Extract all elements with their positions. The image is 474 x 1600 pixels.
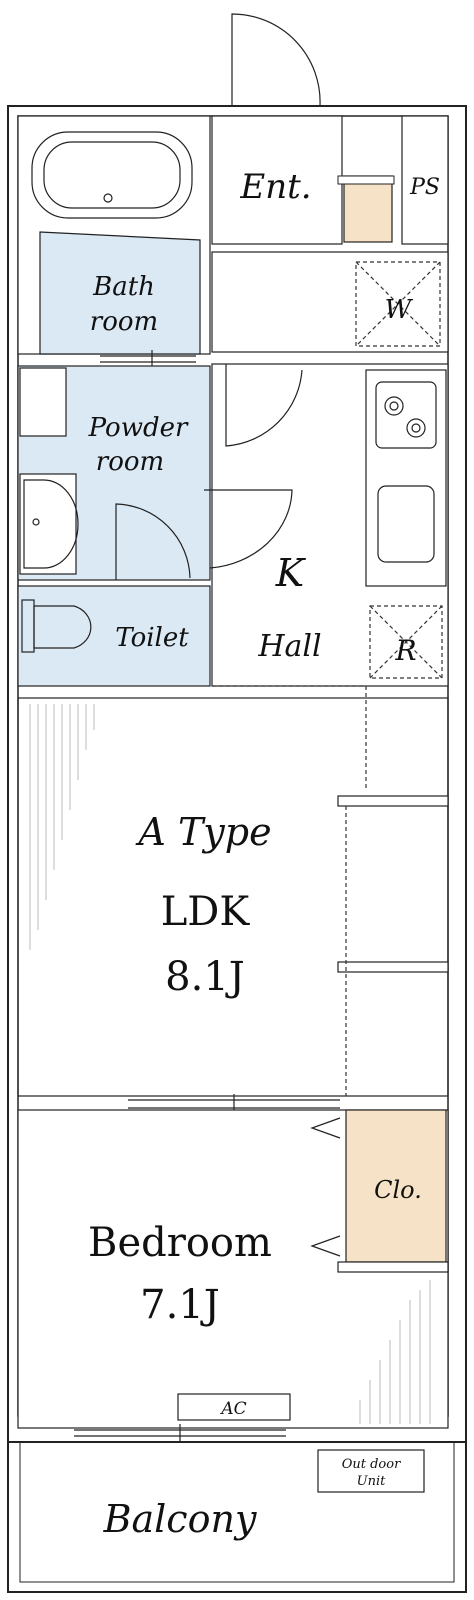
toilet-bowl-icon xyxy=(33,605,92,649)
ac-label: AC xyxy=(219,1399,246,1419)
ldk-storage-divider-bottom xyxy=(337,961,449,973)
toilet-room xyxy=(17,585,211,687)
powder-label-line2: room xyxy=(96,447,164,477)
entrance xyxy=(211,115,343,245)
ldk-room xyxy=(17,697,449,1097)
sink-icon xyxy=(23,479,79,569)
closet-door-bottom-icon xyxy=(310,1235,341,1257)
burner-icon-2 xyxy=(406,418,426,438)
air-conditioner xyxy=(177,1393,291,1421)
fridge-space xyxy=(369,605,443,679)
hall-ldk-boundary xyxy=(212,685,367,790)
kitchen-sink xyxy=(377,485,435,563)
outdoor-unit xyxy=(317,1449,425,1493)
bedroom-window-hatch xyxy=(359,1280,431,1424)
bathtub-inner xyxy=(43,141,181,209)
washer-label: W xyxy=(385,295,414,325)
stove xyxy=(375,381,437,449)
ldk-storage-divider-top xyxy=(337,795,449,807)
vanity xyxy=(19,473,77,575)
powder-label-line1: Powder xyxy=(88,413,189,443)
balcony-inner xyxy=(19,1441,455,1583)
bathroom-label-line2: room xyxy=(90,307,158,337)
powder-shelf xyxy=(19,367,67,437)
entrance-door-swing xyxy=(231,13,321,107)
kitchen-counter xyxy=(365,369,447,587)
pipe-space xyxy=(401,115,449,245)
entrance-label: Ent. xyxy=(239,167,311,207)
closet-door-top-icon xyxy=(310,1117,341,1139)
bathroom-floor xyxy=(39,231,201,355)
closet-label: Clo. xyxy=(374,1176,422,1204)
bathtub-drain-icon xyxy=(103,193,113,203)
bedroom-size: 7.1J xyxy=(140,1282,220,1328)
washer-corridor xyxy=(211,251,449,353)
hall-label: Hall xyxy=(257,629,321,664)
ldk-label: LDK xyxy=(161,889,251,935)
outdoor-unit-label-line1: Out door xyxy=(342,1457,401,1472)
fridge-label: R xyxy=(394,634,416,667)
shoe-cabinet xyxy=(343,175,393,243)
washer-space xyxy=(355,261,441,347)
ldk-size: 8.1J xyxy=(165,954,245,1000)
toilet-label: Toilet xyxy=(115,623,189,653)
type-label: A Type xyxy=(135,810,271,854)
ps-label: PS xyxy=(409,175,440,200)
hall-door-swing-upper xyxy=(225,364,303,447)
balcony-label: Balcony xyxy=(103,1497,257,1541)
ldk-window-hatch xyxy=(29,704,95,950)
closet xyxy=(345,1109,447,1263)
bathroom-label-line1: Bath xyxy=(92,272,155,302)
burner-icon-1 xyxy=(384,396,404,416)
outdoor-unit-label-line2: Unit xyxy=(357,1474,386,1489)
hall-door-swing-lower xyxy=(204,489,293,569)
bedroom-label: Bedroom xyxy=(88,1220,272,1266)
bathtub xyxy=(31,131,193,219)
kitchen-label: K xyxy=(275,551,307,595)
powder-door-swing xyxy=(115,503,191,580)
